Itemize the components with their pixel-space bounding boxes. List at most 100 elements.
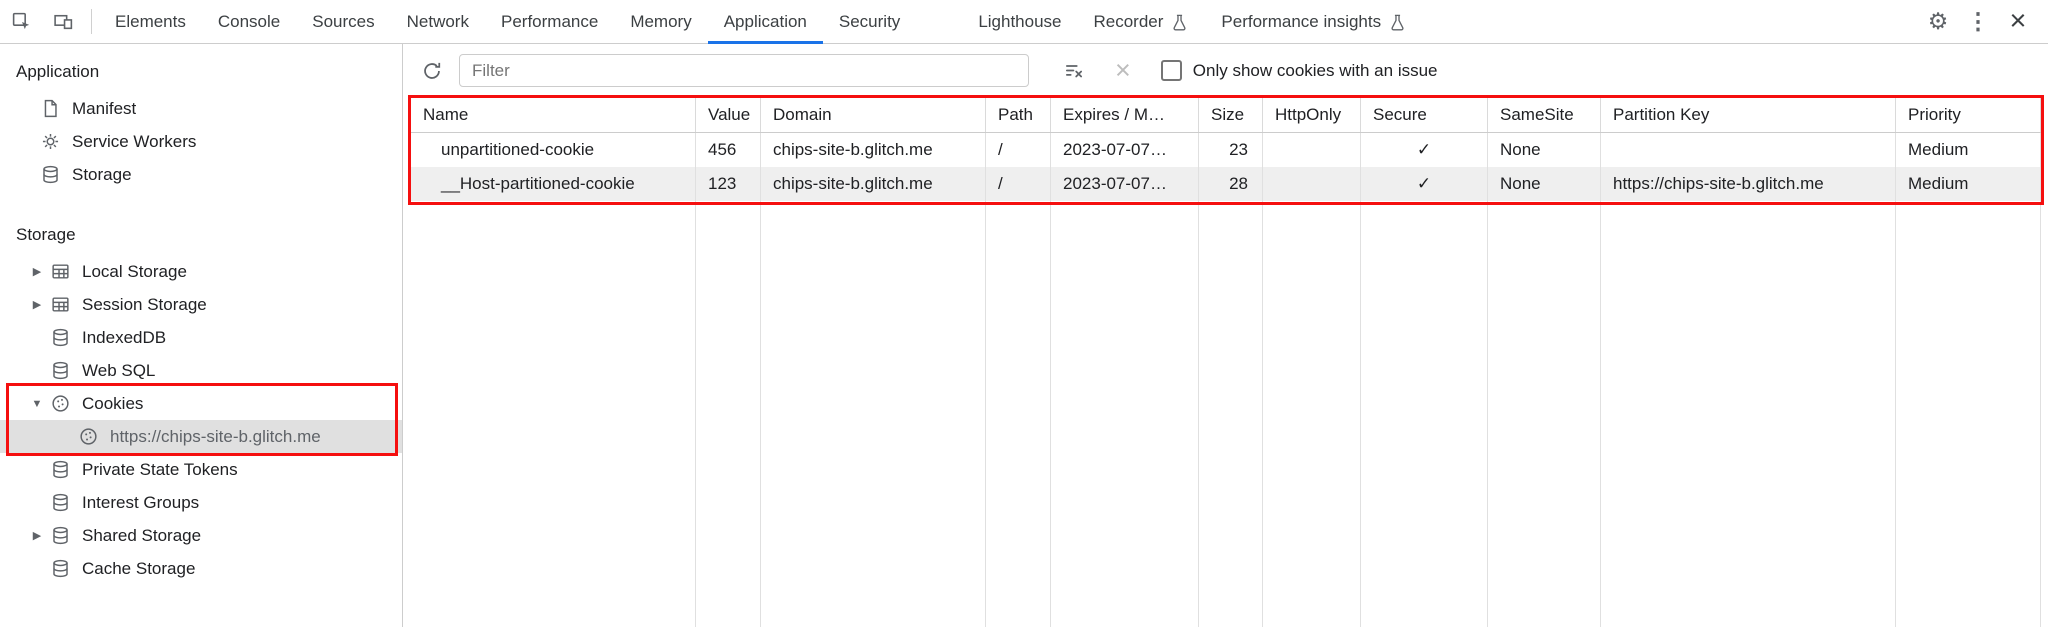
chevron-right-icon[interactable]: ▶	[32, 266, 42, 278]
cell-secure[interactable]: ✓	[1361, 167, 1488, 201]
grid-icon	[50, 294, 71, 315]
sidebar-item-label: Cookies	[82, 393, 144, 413]
column-header-path[interactable]: Path	[986, 97, 1051, 132]
tab-label: Memory	[630, 12, 692, 31]
column-header-name[interactable]: Name	[411, 97, 696, 132]
cell-expires[interactable]: 2023-07-07…	[1051, 133, 1199, 167]
column-header-partition-key[interactable]: Partition Key	[1601, 97, 1896, 132]
sidebar-item-indexeddb[interactable]: IndexedDB	[0, 321, 402, 354]
cell-expires[interactable]: 2023-07-07…	[1051, 167, 1199, 201]
cell-priority[interactable]: Medium	[1896, 167, 2041, 201]
column-gridline	[1600, 97, 1601, 627]
close-devtools-icon[interactable]: ×	[2009, 5, 2027, 37]
cell-path[interactable]: /	[986, 167, 1051, 201]
grid-icon	[50, 261, 71, 282]
settings-gear-icon[interactable]: ⚙	[1927, 8, 1949, 34]
sidebar-item-https-chips-site-b-glitch-me[interactable]: https://chips-site-b.glitch.me	[0, 420, 402, 453]
cell-name[interactable]: __Host-partitioned-cookie	[411, 167, 696, 201]
cookies-pane: × Only show cookies with an issue NameVa…	[403, 44, 2048, 627]
column-header-value[interactable]: Value	[696, 97, 761, 132]
cell-same_site[interactable]: None	[1488, 133, 1601, 167]
column-header-httponly[interactable]: HttpOnly	[1263, 97, 1361, 132]
sidebar-item-session-storage[interactable]: ▶Session Storage	[0, 288, 402, 321]
filter-input[interactable]	[459, 54, 1029, 87]
panel-tabs: Elements Console Sources Network Performance…	[99, 0, 1423, 43]
inspect-element-icon[interactable]	[0, 0, 42, 43]
tab-network[interactable]: Network	[391, 0, 485, 44]
cell-http_only[interactable]	[1263, 167, 1361, 201]
sidebar-item-label: Interest Groups	[82, 492, 200, 512]
cell-domain[interactable]: chips-site-b.glitch.me	[761, 167, 986, 201]
cell-priority[interactable]: Medium	[1896, 133, 2041, 167]
cell-same_site[interactable]: None	[1488, 167, 1601, 201]
service-worker-icon	[40, 131, 61, 152]
tab-console[interactable]: Console	[202, 0, 296, 44]
cell-http_only[interactable]	[1263, 133, 1361, 167]
cell-value[interactable]: 456	[696, 133, 761, 167]
column-gridline	[695, 97, 696, 627]
chevron-right-icon[interactable]: ▶	[32, 530, 42, 542]
sidebar-item-manifest[interactable]: Manifest	[0, 92, 402, 125]
column-header-priority[interactable]: Priority	[1896, 97, 2041, 132]
database-icon	[50, 525, 71, 546]
experiment-flask-icon	[1388, 13, 1407, 32]
issue-filter-checkbox[interactable]	[1160, 60, 1182, 81]
delete-cookie-icon[interactable]: ×	[1115, 55, 1131, 85]
cell-name[interactable]: unpartitioned-cookie	[411, 133, 696, 167]
toolbar-divider	[91, 9, 92, 34]
sidebar-item-local-storage[interactable]: ▶Local Storage	[0, 255, 402, 288]
cell-size[interactable]: 28	[1199, 167, 1263, 201]
tab-label: Network	[406, 12, 469, 31]
sidebar-item-private-state-tokens[interactable]: Private State Tokens	[0, 453, 402, 486]
tab-label: Performance insights	[1221, 12, 1382, 31]
column-header-samesite[interactable]: SameSite	[1488, 97, 1601, 132]
chevron-down-icon[interactable]: ▼	[31, 397, 43, 410]
tab-recorder[interactable]: Recorder	[1078, 0, 1206, 44]
sidebar-item-service-workers[interactable]: Service Workers	[0, 125, 402, 158]
sidebar-item-shared-storage[interactable]: ▶Shared Storage	[0, 519, 402, 552]
tab-memory[interactable]: Memory	[614, 0, 707, 44]
document-icon	[40, 98, 61, 119]
cell-secure[interactable]: ✓	[1361, 133, 1488, 167]
tab-performance[interactable]: Performance	[485, 0, 614, 44]
tab-sources[interactable]: Sources	[296, 0, 390, 44]
sidebar-item-label: IndexedDB	[82, 327, 167, 347]
chevron-right-icon[interactable]: ▶	[32, 299, 42, 311]
column-gridline	[1895, 97, 1896, 627]
cell-value[interactable]: 123	[696, 167, 761, 201]
tab-application[interactable]: Application	[708, 0, 823, 44]
cell-domain[interactable]: chips-site-b.glitch.me	[761, 133, 986, 167]
column-header-domain[interactable]: Domain	[761, 97, 986, 132]
cell-path[interactable]: /	[986, 133, 1051, 167]
tab-label: Security	[838, 12, 901, 31]
database-icon	[50, 459, 71, 480]
sidebar-item-cache-storage[interactable]: Cache Storage	[0, 552, 402, 585]
more-options-icon[interactable]: ⋮	[1966, 8, 1990, 34]
device-toolbar-icon[interactable]	[42, 0, 84, 43]
sidebar-item-storage[interactable]: Storage	[0, 158, 402, 191]
sidebar-item-label: Web SQL	[82, 360, 156, 380]
tab-label: Console	[217, 12, 281, 31]
tab-performance-insights[interactable]: Performance insights	[1205, 0, 1423, 44]
section-header-application: Application	[16, 62, 100, 81]
cell-partition_key[interactable]: https://chips-site-b.glitch.me	[1601, 167, 1896, 201]
column-header-size[interactable]: Size	[1199, 97, 1263, 132]
tab-elements[interactable]: Elements	[99, 0, 202, 44]
toolbar-right: ⚙ ⋮ ×	[1918, 0, 2048, 43]
tab-lighthouse[interactable]: Lighthouse	[962, 0, 1077, 44]
refresh-icon[interactable]	[415, 54, 449, 88]
column-gridline	[2040, 97, 2041, 627]
clear-filter-icon[interactable]	[1059, 56, 1089, 86]
issue-filter-label: Only show cookies with an issue	[1192, 60, 1438, 80]
sidebar-item-web-sql[interactable]: Web SQL	[0, 354, 402, 387]
sidebar-item-interest-groups[interactable]: Interest Groups	[0, 486, 402, 519]
column-header-expires-m[interactable]: Expires / M…	[1051, 97, 1199, 132]
column-header-secure[interactable]: Secure	[1361, 97, 1488, 132]
tab-security[interactable]: Security	[823, 0, 916, 44]
cell-size[interactable]: 23	[1199, 133, 1263, 167]
sidebar-item-cookies[interactable]: ▼ Cookies	[0, 387, 402, 420]
cell-partition_key[interactable]	[1601, 133, 1896, 167]
